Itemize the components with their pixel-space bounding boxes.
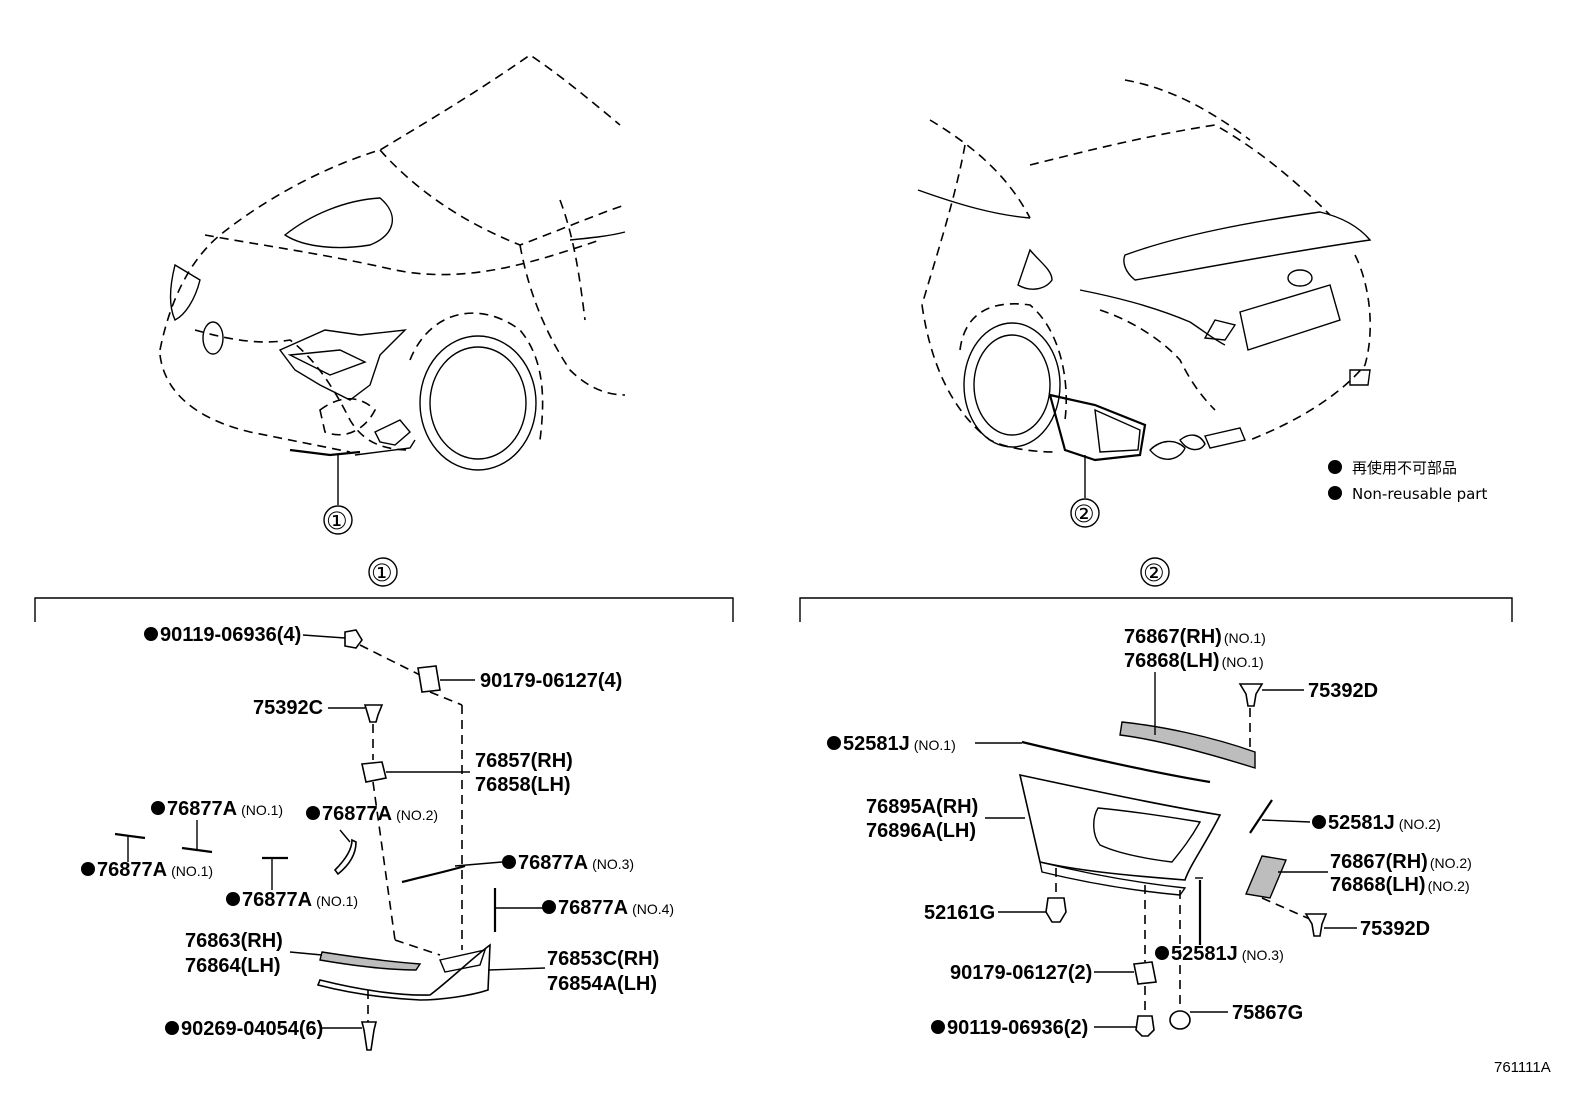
label-75867G: 75867G [1232, 1002, 1303, 1024]
garnish-76863 [319, 951, 422, 971]
front-exploded-parts [114, 629, 546, 1051]
section-rear-bracket [799, 597, 1513, 622]
label-90119-06936: 90119-06936(4) [160, 624, 301, 646]
tape-52581J-no2 [1249, 799, 1273, 834]
section-rear-label: ② [1143, 559, 1165, 587]
label-90179-06127-rear: 90179-06127(2) [950, 962, 1092, 984]
label-76868-no2: 76868(LH)(NO.2) [1330, 874, 1470, 896]
nr-dot-r3 [827, 736, 841, 750]
label-52161G: 52161G [924, 902, 995, 924]
bolt-90119-front [344, 629, 363, 649]
label-76864: 76864(LH) [185, 955, 281, 977]
label-76854A: 76854A(LH) [547, 973, 657, 995]
label-76858: 76858(LH) [475, 774, 571, 796]
bracket-76857 [361, 761, 387, 783]
nr-dot-r9 [1155, 946, 1169, 960]
callout-rear: ② [1073, 500, 1095, 528]
label-52581J-no3: 52581J(NO.3) [1171, 943, 1284, 965]
label-90179-06127: 90179-06127(4) [480, 670, 622, 692]
tape-52581J-no1 [1021, 740, 1211, 784]
rear-car-illustration [917, 79, 1372, 498]
label-76877A-no4: 76877A(NO.4) [558, 897, 674, 919]
label-75392D-bottom: 75392D [1360, 918, 1430, 940]
legend-dot-en [1328, 486, 1342, 500]
rear-exploded-parts [975, 672, 1357, 1037]
clip-75867G [1169, 1010, 1191, 1030]
clip-75392D-bottom [1304, 913, 1328, 937]
label-76896A: 76896A(LH) [866, 820, 976, 842]
label-76853C: 76853C(RH) [547, 948, 659, 970]
clip-75392D-top [1238, 683, 1264, 707]
nr-dot-p8 [226, 892, 240, 906]
label-75392C: 75392C [253, 697, 323, 719]
section-rear-circle [1140, 557, 1170, 587]
label-52581J-no1: 52581J(NO.1) [843, 733, 956, 755]
nut-90179-rear [1133, 961, 1157, 985]
label-76868-no1: 76868(LH)(NO.1) [1124, 650, 1264, 672]
label-75392D-top: 75392D [1308, 680, 1378, 702]
label-76877A-no2: 76877A(NO.2) [322, 803, 438, 825]
tape-76877A-no2 [333, 838, 357, 876]
clip-52161G [1045, 897, 1067, 923]
diagram-code: 761111A [1494, 1059, 1551, 1076]
tape-76877A-no1-a [114, 832, 146, 840]
label-90269-04054: 90269-04054(6) [181, 1018, 323, 1040]
callout-front-circle [323, 505, 353, 535]
label-76867-no2: 76867(RH)(NO.2) [1330, 851, 1472, 873]
nr-dot-p7 [81, 862, 95, 876]
nut-90179-front [417, 665, 441, 693]
legend-jp: 再使用不可部品 [1352, 459, 1457, 477]
tape-76877A-no3 [401, 864, 466, 884]
bolt-90119-rear [1135, 1015, 1155, 1037]
label-90119-06936-rear: 90119-06936(2) [947, 1017, 1088, 1039]
section-front-label: ① [371, 559, 393, 587]
label-76877A-no1-top: 76877A(NO.1) [167, 798, 283, 820]
nr-dot-p9 [502, 855, 516, 869]
nr-dot-p1 [144, 627, 158, 641]
screw-90269 [360, 1021, 378, 1051]
label-76877A-no1-left: 76877A(NO.1) [97, 859, 213, 881]
nr-dot-r5 [1312, 815, 1326, 829]
label-76877A-no1-bottom: 76877A(NO.1) [242, 889, 358, 911]
front-car-illustration [159, 54, 626, 505]
garnish-76895A [1018, 773, 1222, 881]
nr-dot-p10 [542, 900, 556, 914]
bracket-76867-no1 [1119, 721, 1256, 769]
section-front-bracket [34, 597, 734, 622]
bracket-76867-no2 [1245, 855, 1287, 899]
clip-75392C [363, 704, 384, 723]
legend-dot-jp [1328, 460, 1342, 474]
callout-front: ① [326, 507, 348, 535]
legend-en: Non-reusable part [1352, 485, 1487, 503]
nr-dot-p13 [165, 1021, 179, 1035]
label-52581J-no2: 52581J(NO.2) [1328, 812, 1441, 834]
nr-dot-r12 [931, 1020, 945, 1034]
label-76863: 76863(RH) [185, 930, 283, 952]
nr-dot-p6 [306, 806, 320, 820]
callout-rear-circle [1070, 498, 1100, 528]
label-76877A-no3: 76877A(NO.3) [518, 852, 634, 874]
lip-76853C [316, 943, 491, 1001]
label-76857: 76857(RH) [475, 750, 573, 772]
label-76895A: 76895A(RH) [866, 796, 978, 818]
label-76867-no1: 76867(RH)(NO.1) [1124, 626, 1266, 648]
section-front-circle [368, 557, 398, 587]
nr-dot-p5 [151, 801, 165, 815]
